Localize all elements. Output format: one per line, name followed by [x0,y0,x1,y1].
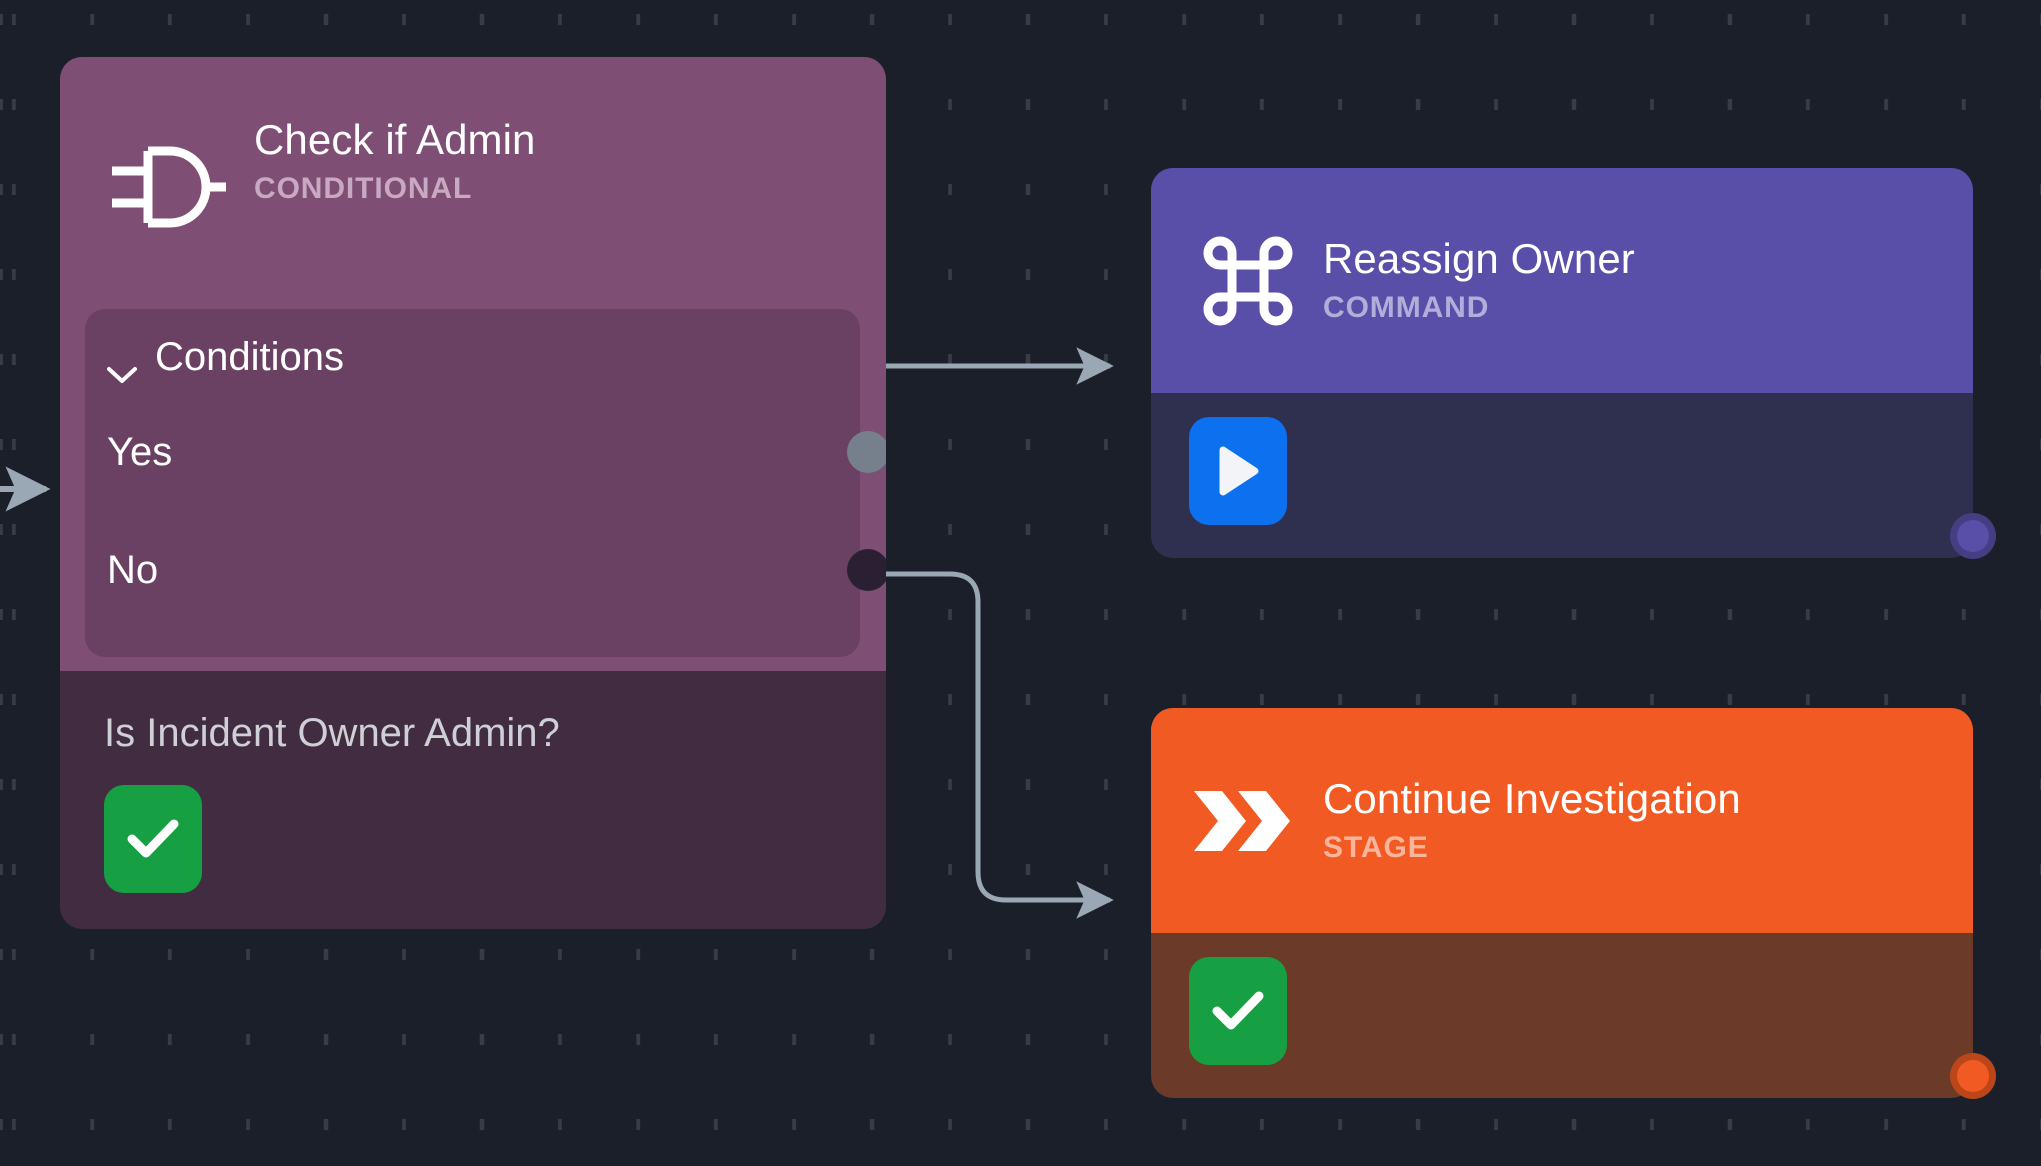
condition-label-yes: Yes [107,429,173,474]
condition-row-yes[interactable]: Yes [107,406,886,498]
node-subtitle: CONDITIONAL [254,172,473,206]
node-titles-check-if-admin: Check if Admin CONDITIONAL [254,117,536,206]
conditions-label: Conditions [155,335,345,379]
conditions-header[interactable]: Conditions [107,335,860,383]
node-titles-reassign-owner: Reassign Owner COMMAND [1323,234,1635,325]
conditions-panel[interactable]: Conditions Yes No [85,309,886,657]
condition-row-no[interactable]: No [107,524,886,616]
node-body-continue-investigation [1151,933,1973,1098]
logic-gate-icon [82,141,254,233]
output-port-no[interactable] [847,549,886,591]
play-icon [1219,446,1259,496]
node-header-continue-investigation[interactable]: Continue Investigation STAGE [1151,708,1973,933]
output-port-reassign-owner[interactable] [1950,513,1996,559]
node-status-check-button[interactable] [1189,957,1287,1065]
node-check-if-admin[interactable]: Check if Admin CONDITIONAL Conditions Ye… [60,57,886,929]
node-header-reassign-owner[interactable]: Reassign Owner COMMAND [1151,168,1973,393]
node-continue-investigation[interactable]: Continue Investigation STAGE [1151,708,1996,1099]
condition-question-text: Is Incident Owner Admin? [104,711,560,755]
node-body-check-if-admin: Is Incident Owner Admin? [60,671,886,929]
chevron-down-icon[interactable] [107,349,137,383]
double-chevron-right-icon [1173,775,1323,867]
node-title: Continue Investigation [1323,774,1741,822]
node-status-check-button[interactable] [104,785,202,893]
node-title: Check if Admin [254,116,536,163]
condition-label-no: No [107,547,159,592]
command-key-icon [1173,235,1323,327]
node-subtitle: COMMAND [1323,291,1490,325]
check-icon [1212,991,1264,1030]
node-titles-continue-investigation: Continue Investigation STAGE [1323,774,1741,865]
node-subtitle: STAGE [1323,831,1429,865]
node-header-check-if-admin[interactable]: Check if Admin CONDITIONAL [60,57,886,671]
check-icon [127,819,179,858]
output-port-yes[interactable] [847,431,886,473]
run-command-button[interactable] [1189,417,1287,525]
output-port-continue-investigation[interactable] [1950,1053,1996,1099]
node-body-reassign-owner [1151,393,1973,558]
node-reassign-owner[interactable]: Reassign Owner COMMAND [1151,168,1996,559]
node-title: Reassign Owner [1323,234,1635,282]
